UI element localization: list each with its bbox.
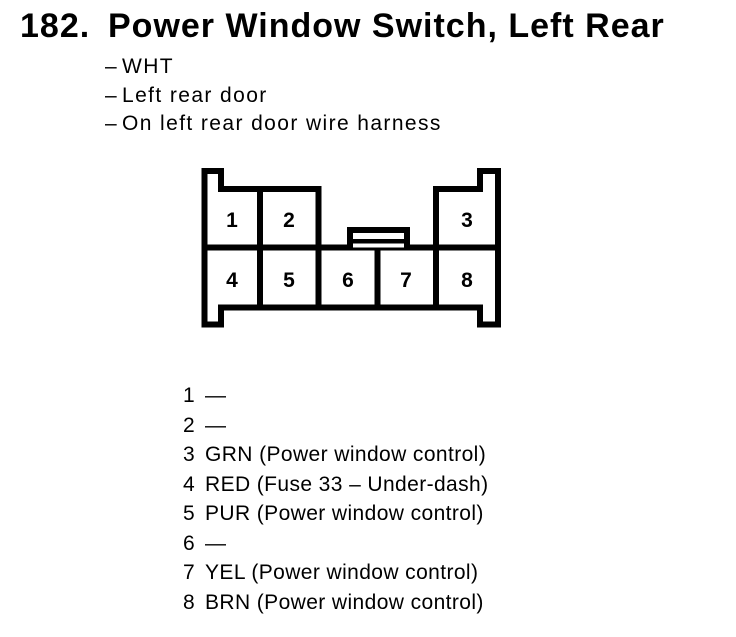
- pin-description: GRN (Power window control): [205, 443, 487, 466]
- section-number: 182.: [20, 7, 91, 45]
- note-dash: –: [105, 83, 119, 107]
- pin-description: YEL (Power window control): [205, 561, 479, 584]
- pin-description: —: [205, 384, 227, 407]
- pinout-row: 7 YEL (Power window control): [183, 558, 736, 588]
- pinout-row: 2 —: [183, 411, 736, 441]
- pin-description: RED (Fuse 33 – Under-dash): [205, 472, 489, 496]
- connector-pin-cell-1: 1: [226, 209, 238, 232]
- note-item: – Left rear door: [105, 82, 442, 111]
- connector-pin-cell-4: 4: [226, 269, 238, 292]
- pinout-row: 8 BRN (Power window control): [183, 588, 736, 618]
- connector-pin-cell-8: 8: [461, 269, 473, 292]
- pinout-row: 3 GRN (Power window control): [183, 440, 736, 470]
- pinout-row: 5 PUR (Power window control): [183, 499, 736, 529]
- pin-number: 7: [183, 561, 195, 584]
- connector-pin-cell-2: 2: [283, 209, 295, 232]
- pin-number: 2: [183, 413, 195, 437]
- pin-number: 3: [183, 443, 195, 466]
- pin-number: 6: [183, 531, 195, 555]
- connector-pin-cell-7: 7: [400, 269, 412, 292]
- note-text: WHT: [122, 55, 175, 78]
- pin-description: BRN (Power window control): [205, 590, 484, 614]
- connector-pin-cell-3: 3: [461, 209, 473, 232]
- pin-description: PUR (Power window control): [205, 502, 484, 525]
- pinout-row: 6 —: [183, 529, 736, 559]
- note-dash: –: [105, 55, 119, 78]
- pin-number: 8: [183, 590, 195, 614]
- pinout-legend: 1 — 2 — 3 GRN (Power window control) 4 R…: [0, 381, 736, 617]
- pin-description: —: [205, 413, 227, 437]
- note-dash: –: [105, 112, 119, 135]
- note-item: – WHT: [105, 53, 442, 82]
- pin-number: 5: [183, 502, 195, 525]
- connector-pin-cell-5: 5: [283, 269, 295, 292]
- note-text: Left rear door: [122, 83, 268, 107]
- note-text: On left rear door wire harness: [122, 112, 442, 135]
- note-item: – On left rear door wire harness: [105, 110, 442, 139]
- page-title: Power Window Switch, Left Rear: [108, 7, 665, 45]
- connector-pin-cell-6: 6: [342, 269, 354, 292]
- connector-notes: – WHT – Left rear door – On left rear do…: [105, 53, 442, 139]
- pin-number: 4: [183, 472, 195, 496]
- pinout-row: 4 RED (Fuse 33 – Under-dash): [183, 470, 736, 500]
- section-heading: 182. Power Window Switch, Left Rear: [0, 9, 736, 49]
- pin-number: 1: [183, 384, 195, 407]
- pin-description: —: [205, 531, 227, 555]
- pinout-row: 1 —: [183, 381, 736, 411]
